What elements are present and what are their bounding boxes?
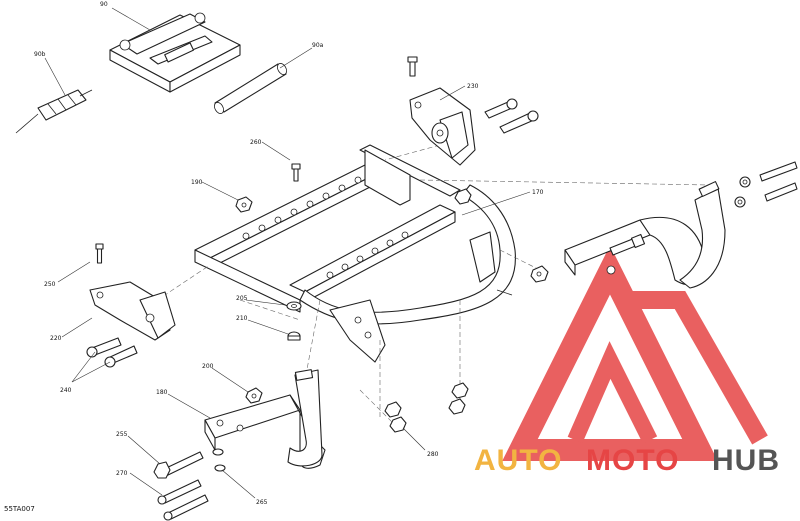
bolt-top-right-bracket [407,56,418,77]
right-mount-bracket [409,87,476,166]
left-handle-tube [204,369,326,469]
callout-190: 190 [191,179,203,186]
nut-frame-190 [235,196,253,213]
nuts-280 [384,382,469,433]
callout-170: 170 [532,189,544,196]
nut-frame-top [454,188,472,205]
callout-180: 180 [156,389,168,396]
callout-200: 200 [202,363,214,370]
callout-90b: 90b [34,51,46,58]
wordmark-auto: AUTO [474,444,562,477]
bolt-255 [153,451,204,479]
callout-230: 230 [467,83,479,90]
diagram-code: 55TA007 [4,505,35,513]
tool-kit-box [109,12,241,93]
callout-260: 260 [250,139,262,146]
wordmark-moto: MOTO [586,444,679,477]
wordmark-hub: HUB [712,444,780,477]
callout-240: 240 [60,387,72,394]
rail-holes-center [326,231,409,279]
callout-labels: 90 90b 90a 230 260 190 170 250 220 205 2… [34,1,544,506]
right-handle-tube [564,181,726,289]
callout-220: 220 [50,335,62,342]
rack-frame [194,144,516,363]
assembly-guides [149,144,711,431]
callout-210: 210 [236,315,248,322]
callout-265: 265 [256,499,268,506]
pins-left [86,337,138,368]
automotohub-logo [502,245,768,461]
socket-wrench-tube [214,63,287,114]
screwdriver [15,89,93,134]
nut-200 [245,387,263,404]
callout-250: 250 [44,281,56,288]
callout-90: 90 [100,1,108,8]
right-screws [609,161,798,256]
washers-265 [212,448,226,472]
rail-holes-left [242,176,362,240]
bolts-270 [157,479,209,521]
left-mount-bracket [89,281,176,341]
callout-270: 270 [116,470,128,477]
pins-right [484,98,539,134]
callout-280: 280 [427,451,439,458]
callout-205: 205 [236,295,248,302]
callout-255: 255 [116,431,128,438]
washer-205 [286,301,302,311]
automotohub-wordmark: AUTO MOTO HUB [474,444,780,477]
nut-210 [287,331,301,341]
bolt-left-bracket [95,243,104,264]
nut-right-frame [530,265,549,283]
leader-lines [44,7,531,499]
bolt-frame-260 [291,163,301,182]
callout-90a: 90a [312,42,324,49]
